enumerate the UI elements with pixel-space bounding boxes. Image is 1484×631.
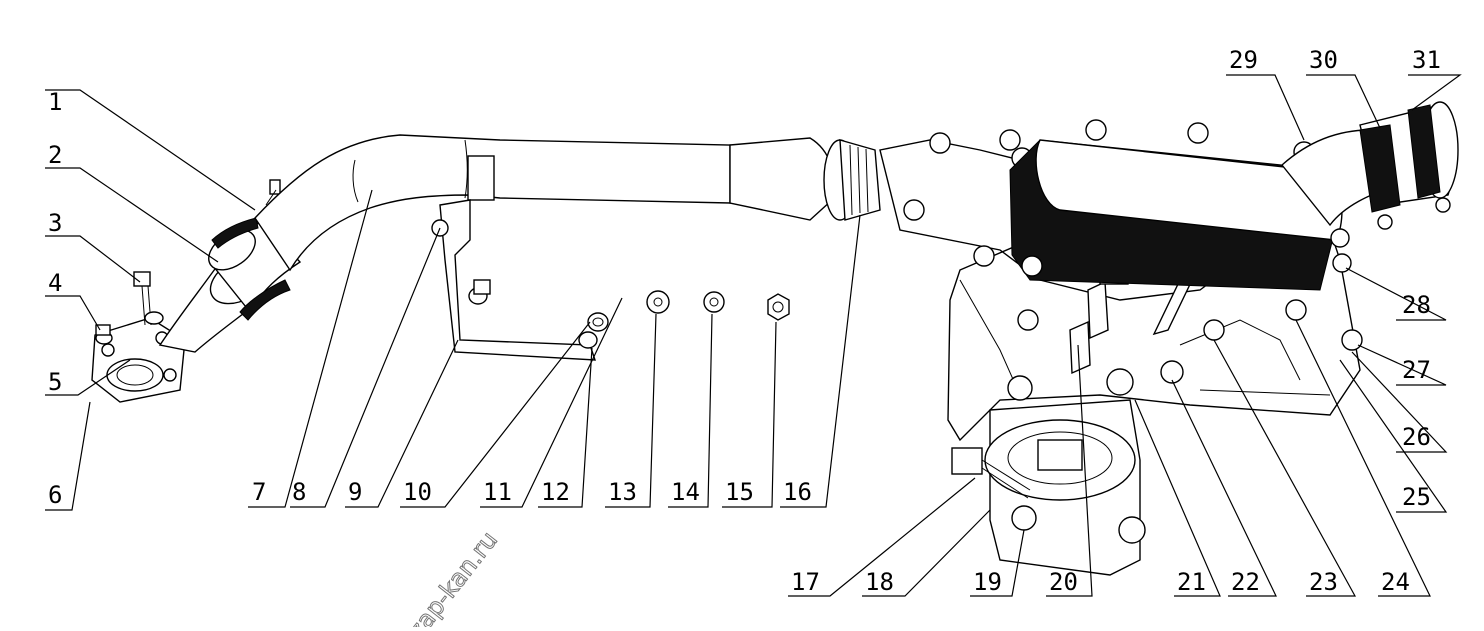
callout-10: 10	[403, 478, 432, 506]
nut-15	[767, 293, 790, 321]
callout-labels: 1 2 3 4 5 6 7 8 9 10 11 12 13 14 15 16 1…	[48, 46, 1441, 596]
callout-2: 2	[48, 141, 62, 169]
callout-24: 24	[1381, 568, 1410, 596]
callout-13: 13	[608, 478, 637, 506]
callout-28: 28	[1402, 291, 1431, 319]
callout-5: 5	[48, 368, 62, 396]
callout-9: 9	[348, 478, 362, 506]
cooler-core	[1009, 119, 1350, 291]
callout-20: 20	[1049, 568, 1078, 596]
leader-lines	[45, 74, 1462, 597]
callout-31: 31	[1412, 46, 1441, 74]
outlet-pipe	[1281, 101, 1459, 230]
callout-29: 29	[1229, 46, 1258, 74]
callout-19: 19	[973, 568, 1002, 596]
callout-11: 11	[483, 478, 512, 506]
exhaust-flange	[91, 317, 186, 403]
callout-27: 27	[1402, 356, 1431, 384]
washer-14	[703, 291, 725, 313]
bolt-11	[587, 312, 609, 332]
callout-4: 4	[48, 269, 62, 297]
callout-25: 25	[1402, 483, 1431, 511]
callout-8: 8	[292, 478, 306, 506]
callout-21: 21	[1177, 568, 1206, 596]
callout-1: 1	[48, 88, 62, 116]
filter-base	[951, 399, 1146, 576]
callout-26: 26	[1402, 423, 1431, 451]
callout-3: 3	[48, 209, 62, 237]
callout-30: 30	[1309, 46, 1338, 74]
callout-16: 16	[783, 478, 812, 506]
callout-15: 15	[725, 478, 754, 506]
callout-17: 17	[791, 568, 820, 596]
callout-18: 18	[865, 568, 894, 596]
callout-23: 23	[1309, 568, 1338, 596]
callout-22: 22	[1231, 568, 1260, 596]
intake-tube	[254, 134, 881, 272]
washer-13	[646, 290, 670, 314]
callout-14: 14	[671, 478, 700, 506]
callout-6: 6	[48, 481, 62, 509]
washer-12	[578, 331, 598, 349]
flange-bolt-3	[133, 271, 164, 326]
callout-12: 12	[541, 478, 570, 506]
callout-7: 7	[252, 478, 266, 506]
flange-bolt-4	[95, 324, 113, 345]
watermark: zap-kan.ru	[403, 526, 503, 627]
